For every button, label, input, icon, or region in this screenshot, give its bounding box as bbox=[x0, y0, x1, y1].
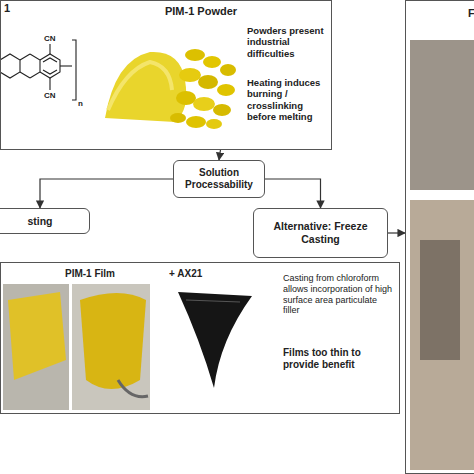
ring-bond bbox=[40, 54, 60, 78]
granule bbox=[206, 119, 222, 129]
film-sheen bbox=[186, 300, 240, 302]
powder-highlight bbox=[108, 62, 172, 110]
photo-title: + AX21 bbox=[169, 268, 229, 280]
note-text: Powders present industrial difficulties bbox=[247, 25, 331, 59]
photo bbox=[410, 40, 474, 190]
flow-arrow bbox=[388, 232, 405, 233]
film-photos bbox=[3, 284, 252, 410]
black-film bbox=[178, 292, 252, 388]
photo-background bbox=[72, 284, 150, 410]
granule bbox=[217, 84, 235, 96]
ether-bond bbox=[20, 54, 30, 78]
granule bbox=[179, 68, 201, 82]
photo bbox=[410, 200, 474, 470]
repeat-bracket bbox=[72, 40, 76, 100]
panel-heading: F bbox=[468, 7, 474, 20]
flow-arrow bbox=[219, 150, 220, 160]
granule bbox=[170, 113, 186, 123]
note-text: Films too thin to provide benefit bbox=[283, 347, 395, 371]
granule bbox=[213, 104, 231, 116]
photo-detail bbox=[420, 240, 460, 360]
granule bbox=[203, 56, 221, 68]
granule bbox=[185, 49, 205, 61]
box-label: Solution Processability bbox=[174, 167, 264, 191]
granule bbox=[186, 116, 206, 128]
ring-bond bbox=[43, 58, 57, 74]
process-box: Solution Processability bbox=[173, 160, 265, 198]
box-label: sting bbox=[23, 215, 56, 228]
yellow-film bbox=[80, 293, 146, 389]
photo-title: PIM-1 Powder bbox=[131, 5, 271, 18]
right-photos bbox=[410, 40, 474, 470]
box-label: Alternative: Freeze Casting bbox=[254, 220, 387, 245]
note-text: Heating induces burning / crosslinking b… bbox=[247, 77, 331, 123]
powder-photo bbox=[100, 20, 242, 135]
note-text: Casting from chloroform allows incorpora… bbox=[283, 273, 395, 316]
clip-wire bbox=[118, 380, 148, 397]
powder-pile bbox=[105, 52, 186, 122]
functional-group: CN bbox=[44, 35, 56, 43]
granule bbox=[176, 91, 196, 105]
photo-background bbox=[100, 20, 242, 135]
chain-bond bbox=[60, 65, 72, 66]
photo-title: PIM-1 Film bbox=[65, 268, 145, 280]
ring-bond bbox=[30, 54, 40, 78]
flow-arrow bbox=[40, 179, 173, 208]
granule bbox=[198, 75, 218, 89]
ring-bond bbox=[0, 54, 20, 78]
granule bbox=[220, 64, 236, 76]
process-box: Alternative: Freeze Casting bbox=[253, 208, 388, 258]
photo-background bbox=[3, 284, 69, 410]
panel-box: F bbox=[405, 0, 474, 474]
yellow-film bbox=[8, 292, 66, 380]
nitrile-bond bbox=[49, 44, 50, 90]
granule bbox=[193, 97, 215, 111]
panel-box: 1 PIM-1 PowderPowders present industrial … bbox=[0, 0, 332, 150]
functional-group: CN bbox=[44, 92, 56, 100]
flow-arrow bbox=[265, 179, 321, 208]
chemical-structure bbox=[0, 40, 76, 100]
process-box: sting bbox=[0, 208, 90, 234]
repeat-index: n bbox=[78, 100, 83, 108]
panel-heading: 1 bbox=[4, 2, 24, 15]
panel-box: PIM-1 Film + AX21 Casting from chloroform … bbox=[0, 262, 400, 414]
